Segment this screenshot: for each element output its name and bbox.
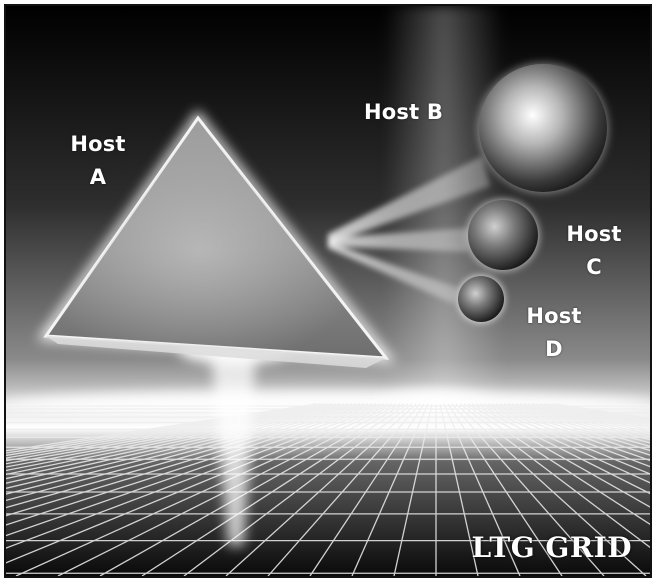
host-c-label-line2: C xyxy=(586,255,602,279)
host-b-label: Host B xyxy=(364,96,464,129)
host-a-label-line1: Host xyxy=(70,132,126,156)
host-a-triangle xyxy=(36,109,397,368)
host-d-label-line1: Host xyxy=(526,304,582,328)
grid-scene xyxy=(6,6,650,576)
host-a-label: Host A xyxy=(58,128,138,194)
host-b-label-line1: Host B xyxy=(364,100,444,124)
brand-title: LTG GRID xyxy=(471,531,632,564)
host-d-label: Host D xyxy=(514,300,594,366)
host-a-label-line2: A xyxy=(89,165,107,189)
connection-rays xyxy=(328,156,490,304)
downward-beam xyxy=(211,351,256,546)
host-b-sphere xyxy=(473,58,613,198)
host-c-label-line1: Host xyxy=(566,222,622,246)
floor-haze xyxy=(6,404,650,576)
ltg-grid-illustration: Host A Host B Host C Host D LTG GRID xyxy=(4,4,652,578)
host-c-label: Host C xyxy=(554,218,634,284)
host-c-sphere xyxy=(463,195,543,275)
host-d-label-line2: D xyxy=(545,337,563,361)
host-d-sphere xyxy=(454,272,508,326)
